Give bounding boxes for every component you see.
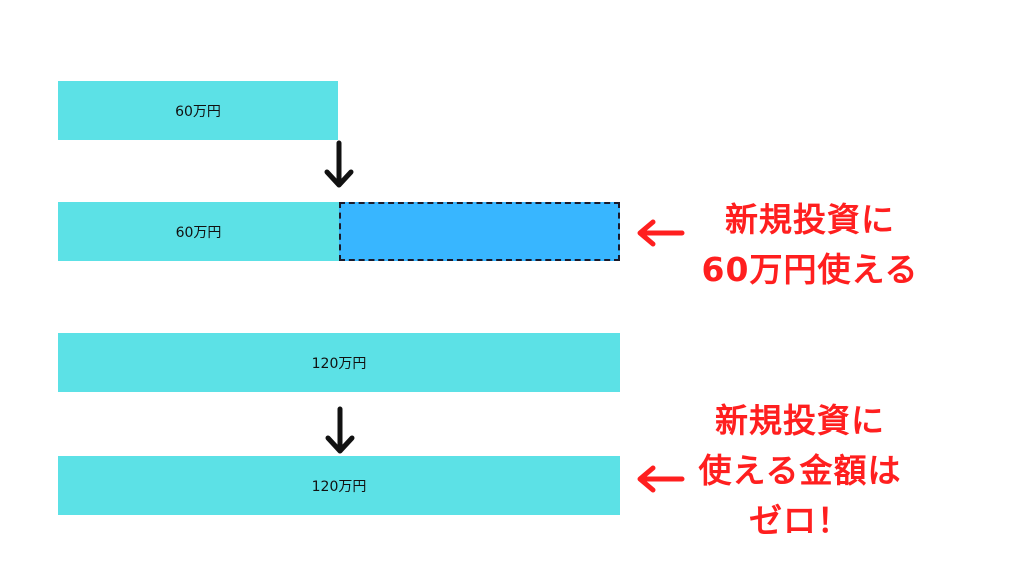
note-line: 新規投資に	[715, 401, 885, 440]
arrow-left-icon	[637, 465, 685, 493]
new-investment-block	[339, 202, 620, 261]
note-line: 新規投資に	[725, 200, 895, 239]
bar-label: 60万円	[175, 103, 221, 120]
note-scenario2: 新規投資に 使える金額は ゼロ！	[680, 396, 920, 546]
bar-before-120: 120万円	[58, 333, 620, 392]
bar-after-120: 120万円	[58, 456, 620, 515]
note-line: ゼロ！	[749, 501, 851, 540]
bar-after-60: 60万円	[58, 202, 339, 261]
bar-label: 60万円	[175, 224, 222, 241]
note-scenario1: 新規投資に 60万円使える	[690, 195, 930, 295]
bar-label: 120万円	[311, 478, 367, 495]
arrow-down-icon	[324, 140, 354, 188]
arrow-left-icon	[637, 219, 685, 247]
arrow-down-icon	[325, 406, 355, 454]
bar-before-60: 60万円	[58, 81, 338, 140]
note-line: 60万円使える	[701, 250, 919, 289]
note-line: 使える金額は	[698, 451, 902, 490]
bar-label: 120万円	[311, 355, 367, 372]
